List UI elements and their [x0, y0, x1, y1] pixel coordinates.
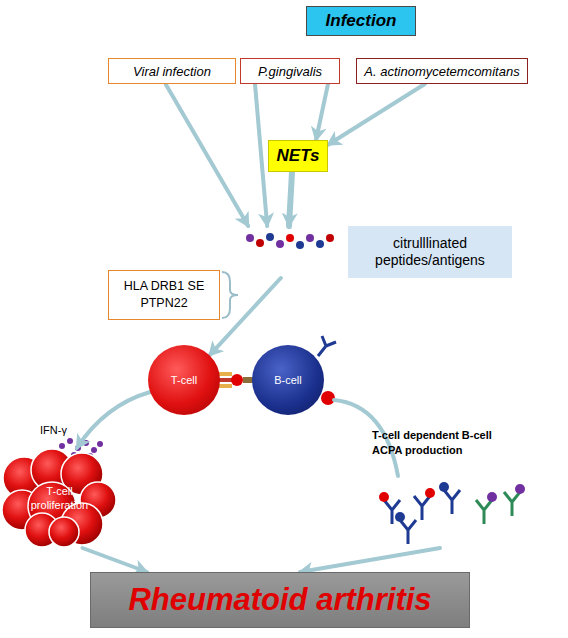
peptide-dots: [246, 233, 334, 249]
cell-cluster-shape: [2, 448, 117, 548]
flow-arrow: [83, 548, 148, 572]
antibodies: [384, 490, 520, 544]
cause-box: Viral infection: [108, 58, 236, 84]
node-text: A. actinomycetemcomitans: [364, 64, 519, 79]
bracket: [222, 272, 238, 318]
process-box: NETs: [268, 140, 328, 172]
cell-cluster: T-cell proliferation: [2, 448, 117, 548]
cause-box: A. actinomycetemcomitans: [356, 58, 528, 84]
node-text: P.gingivalis: [258, 64, 322, 79]
cell-circle: T-cell: [148, 345, 220, 415]
cause-box: P.gingivalis: [240, 58, 340, 84]
flow-arrow: [210, 278, 281, 355]
antibody-antigens: [379, 482, 525, 522]
node-text: Viral infection: [133, 64, 211, 79]
flow-arrow: [300, 548, 440, 572]
node-text: Infection: [326, 11, 397, 31]
category-box: Infection: [306, 6, 416, 36]
flow-arrow: [289, 172, 292, 226]
flow-arrow: [316, 84, 328, 140]
risk-factor-box: HLA DRB1 SE PTPN22: [108, 270, 220, 320]
antigen-label-fill: citrulllinated peptides/antigens: [348, 226, 512, 278]
node-text: NETs: [277, 146, 320, 166]
flow-arrow: [255, 84, 267, 226]
annotation-label: T-cell dependent B-cell ACPA production: [372, 428, 522, 458]
flow-arrow: [328, 84, 425, 145]
node-text: Rheumatoid arthritis: [128, 582, 431, 618]
annotation-label: IFN-γ: [40, 424, 100, 436]
node-text: HLA DRB1 SE PTPN22: [117, 278, 211, 313]
node-text: citrulllinated peptides/antigens: [354, 235, 506, 270]
node-text: T-cell proliferation: [20, 484, 100, 513]
flow-arrow: [77, 392, 150, 448]
node-text: T-cell: [171, 374, 197, 386]
outcome-box: Rheumatoid arthritis: [90, 572, 470, 628]
cell-circle: B-cell: [252, 345, 324, 415]
antigen-box: citrulllinated peptides/antigens: [240, 226, 512, 278]
flow-arrow: [166, 84, 249, 226]
node-text: B-cell: [274, 374, 302, 386]
